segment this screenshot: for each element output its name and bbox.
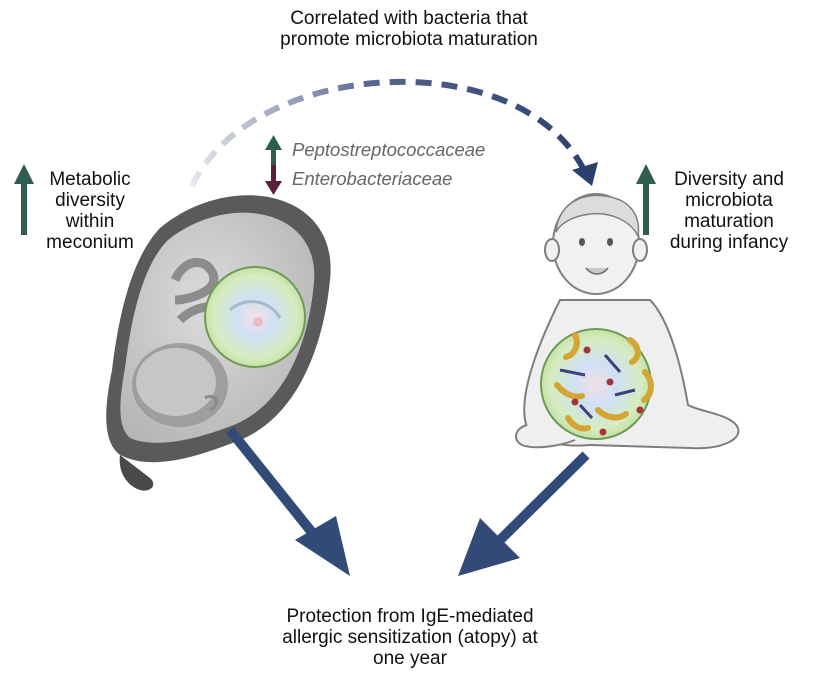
meconium-up-arrow <box>14 164 34 235</box>
left-label-line: diversity <box>55 190 125 211</box>
right-label-line: during infancy <box>669 232 789 253</box>
left-label-line: meconium <box>46 232 134 253</box>
right-label-line: Diversity and <box>674 169 784 190</box>
top-caption: Correlated with bacteria that promote mi… <box>209 8 609 50</box>
infant-illustration <box>515 193 740 450</box>
right-label-line: maturation <box>684 211 774 232</box>
fetus-to-outcome-arrow <box>226 426 350 576</box>
top-caption-line2: promote microbiota maturation <box>280 29 538 50</box>
taxon-down-arrow <box>265 165 282 195</box>
infant-to-outcome-arrow <box>458 451 590 576</box>
bottom-caption-line1: Protection from IgE-mediated <box>286 606 534 627</box>
pregnant-uterus-illustration <box>106 195 331 491</box>
bottom-caption-line2: allergic sensitization (atopy) at <box>282 627 538 648</box>
bottom-caption-line3: one year <box>373 648 447 669</box>
right-label-line: microbiota <box>685 190 773 211</box>
infancy-up-arrow <box>636 164 656 235</box>
left-label-line: Metabolic <box>49 169 131 190</box>
infancy-diversity-label: Diversity and microbiota maturation duri… <box>654 169 804 253</box>
top-caption-line1: Correlated with bacteria that <box>290 8 528 29</box>
taxon-decreased-label: Enterobacteriaceae <box>292 168 453 189</box>
taxon-increased-label: Peptostreptococcaceae <box>292 139 486 160</box>
bottom-caption: Protection from IgE-mediated allergic se… <box>225 606 595 669</box>
left-label-line: within <box>65 211 115 232</box>
meconium-diversity-label: Metabolic diversity within meconium <box>30 169 150 253</box>
taxon-up-arrow <box>265 135 282 166</box>
dashed-arc-arrow <box>189 78 598 188</box>
